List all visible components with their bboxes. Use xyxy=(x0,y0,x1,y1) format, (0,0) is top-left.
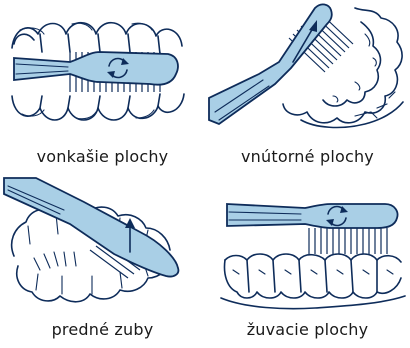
caption-front-teeth: predné zuby xyxy=(0,320,205,339)
toothbrush xyxy=(4,178,178,277)
outer-surfaces-illustration xyxy=(0,0,205,140)
lower-teeth xyxy=(12,94,184,120)
front-teeth-illustration xyxy=(0,174,205,314)
caption-inner-surfaces: vnútorné plochy xyxy=(205,147,410,166)
upper-teeth xyxy=(12,23,182,54)
inner-teeth xyxy=(283,8,403,127)
brush-bristles xyxy=(309,228,387,254)
inner-surfaces-illustration xyxy=(205,0,410,140)
lower-teeth xyxy=(221,254,405,309)
toothbrush xyxy=(209,4,332,124)
toothbrush xyxy=(227,204,398,228)
caption-chewing-surfaces: žuvacie plochy xyxy=(205,320,410,339)
chewing-surfaces-illustration xyxy=(205,174,410,314)
caption-outer-surfaces: vonkašie plochy xyxy=(0,147,205,166)
toothbrush xyxy=(14,52,178,85)
